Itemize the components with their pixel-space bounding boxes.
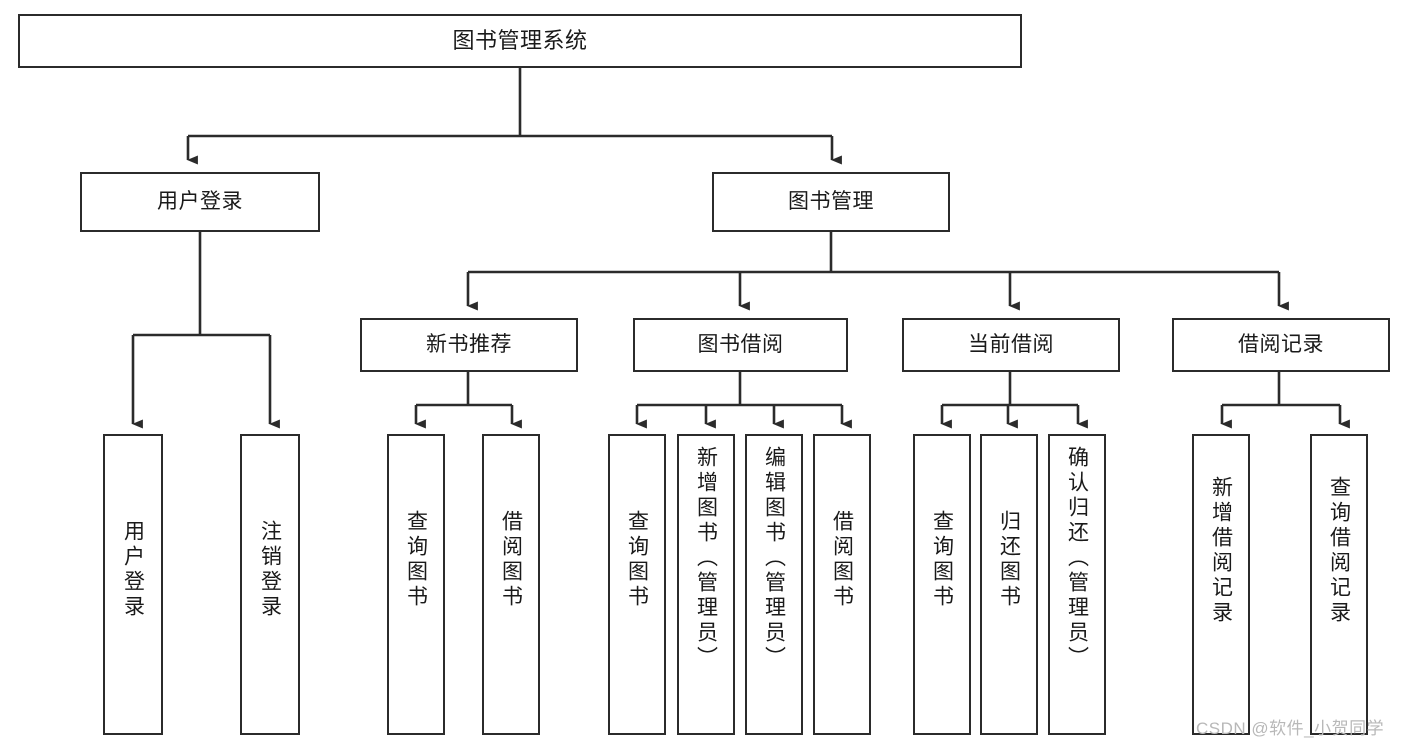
leaf-return-books[interactable]: 归还图书 [980, 434, 1038, 735]
node-user-login[interactable]: 用户登录 [80, 172, 320, 232]
node-root-library-management-system[interactable]: 图书管理系统 [18, 14, 1022, 68]
node-label: 图书管理 [788, 189, 874, 213]
node-label: 查询借阅记录 [1327, 476, 1351, 626]
leaf-edit-book-admin[interactable]: 编辑图书（管理员） [745, 434, 803, 735]
node-label: 注销登录 [258, 520, 282, 620]
node-label: 查询图书 [930, 510, 954, 610]
node-label: 当前借阅 [968, 332, 1054, 356]
watermark-text: CSDN @软件_小贺同学 [1196, 719, 1385, 738]
node-new-book-recommendation[interactable]: 新书推荐 [360, 318, 578, 372]
node-label: 新增图书（管理员） [694, 446, 718, 671]
node-label: 查询图书 [625, 510, 649, 610]
leaf-query-borrowing-record[interactable]: 查询借阅记录 [1310, 434, 1368, 735]
leaf-borrow-books-recommendation[interactable]: 借阅图书 [482, 434, 540, 735]
node-label: 图书管理系统 [452, 28, 588, 54]
node-label: 借阅图书 [499, 510, 523, 610]
node-label: 用户登录 [157, 189, 243, 213]
node-label: 查询图书 [404, 510, 428, 610]
node-label: 确认归还（管理员） [1065, 446, 1089, 671]
node-label: 编辑图书（管理员） [762, 446, 786, 671]
node-label: 借阅记录 [1238, 332, 1324, 356]
node-label: 归还图书 [997, 510, 1021, 610]
leaf-borrow-books-borrowing[interactable]: 借阅图书 [813, 434, 871, 735]
node-label: 借阅图书 [830, 510, 854, 610]
node-label: 图书借阅 [697, 332, 784, 356]
node-label: 用户登录 [121, 520, 145, 620]
node-borrowing-records[interactable]: 借阅记录 [1172, 318, 1390, 372]
leaf-query-books-recommendation[interactable]: 查询图书 [387, 434, 445, 735]
node-label: 新增借阅记录 [1209, 476, 1233, 626]
leaf-query-books-current[interactable]: 查询图书 [913, 434, 971, 735]
leaf-query-books-borrowing[interactable]: 查询图书 [608, 434, 666, 735]
node-book-management[interactable]: 图书管理 [712, 172, 950, 232]
leaf-add-borrowing-record[interactable]: 新增借阅记录 [1192, 434, 1250, 735]
leaf-logout[interactable]: 注销登录 [240, 434, 300, 735]
node-current-borrowing[interactable]: 当前借阅 [902, 318, 1120, 372]
node-label: 新书推荐 [426, 332, 512, 356]
leaf-confirm-return-admin[interactable]: 确认归还（管理员） [1048, 434, 1106, 735]
leaf-user-login[interactable]: 用户登录 [103, 434, 163, 735]
leaf-add-book-admin[interactable]: 新增图书（管理员） [677, 434, 735, 735]
node-book-borrowing[interactable]: 图书借阅 [633, 318, 848, 372]
